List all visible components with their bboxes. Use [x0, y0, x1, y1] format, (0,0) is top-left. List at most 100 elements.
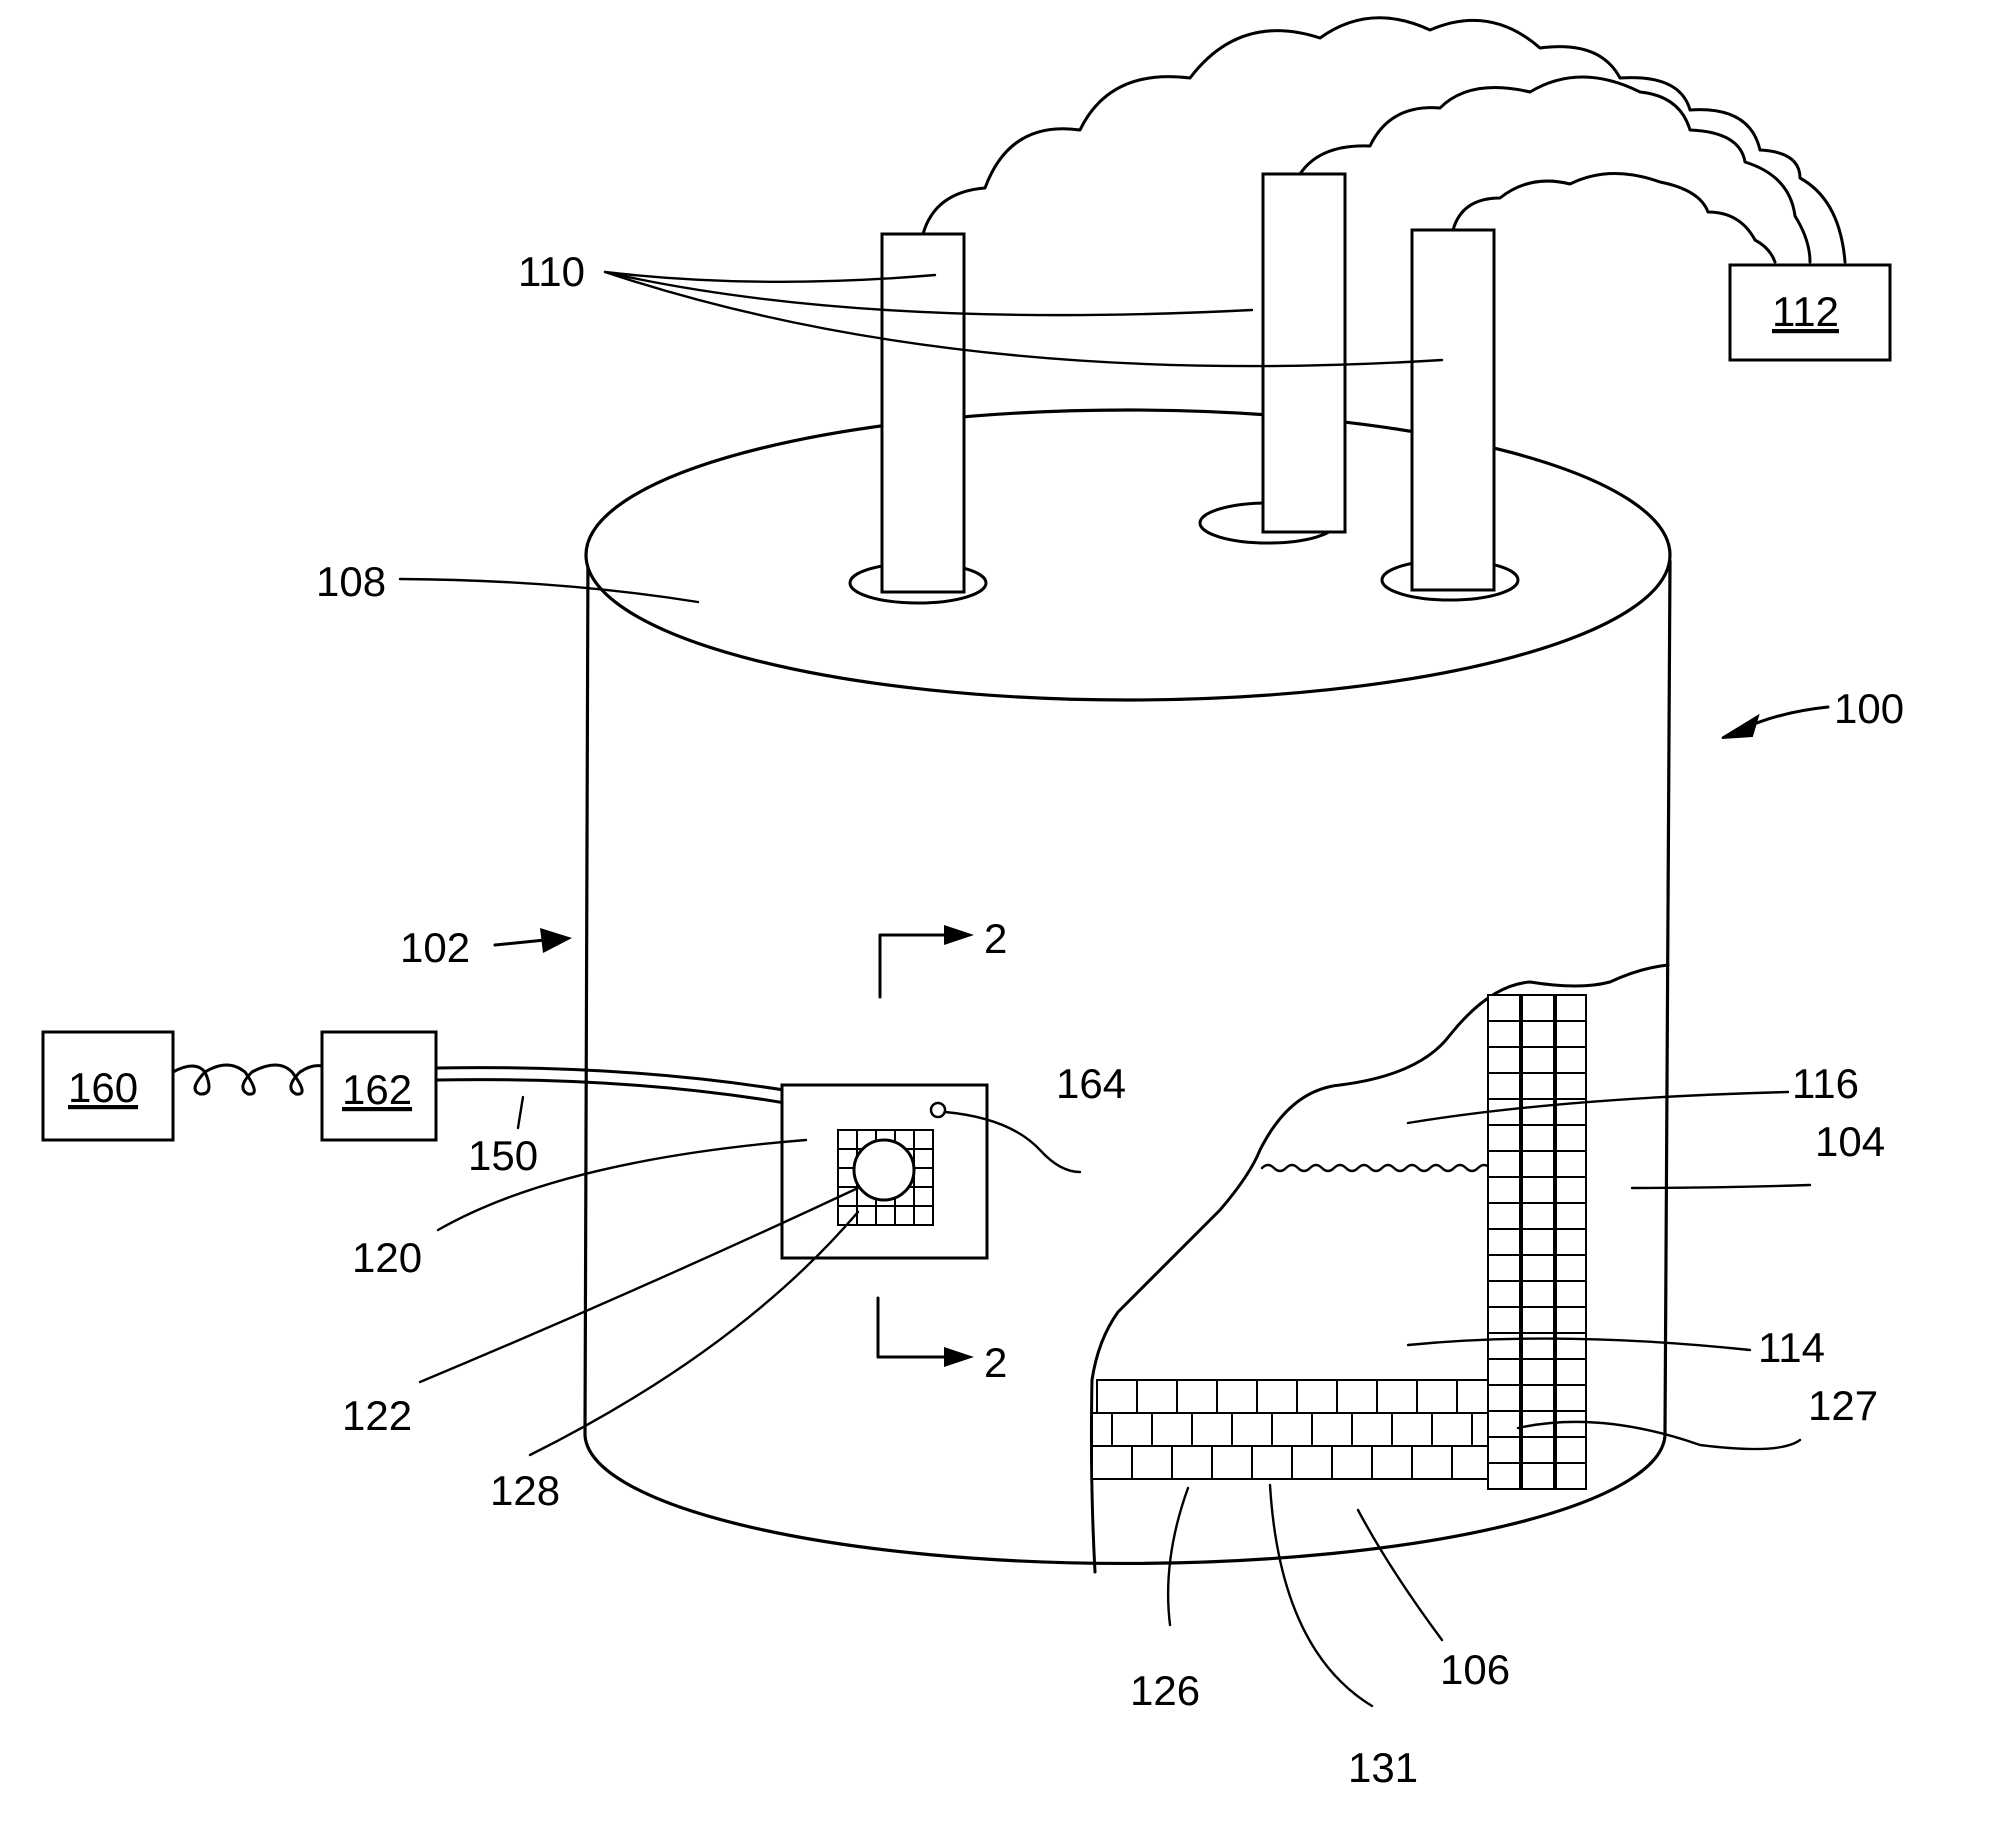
brick: [1556, 1229, 1586, 1255]
label-128: 128: [490, 1467, 560, 1514]
brick: [1212, 1446, 1252, 1479]
brick: [1352, 1413, 1392, 1446]
label-104: 104: [1815, 1118, 1885, 1165]
brick: [1452, 1446, 1488, 1479]
tank-top-cover: [586, 410, 1670, 700]
flue-tube-3: [1412, 230, 1494, 590]
label-122: 122: [342, 1392, 412, 1439]
label-126: 126: [1130, 1667, 1200, 1714]
brick: [1488, 1437, 1520, 1463]
flue-tube-1: [882, 234, 964, 592]
brick: [1177, 1380, 1217, 1413]
label-114: 114: [1758, 1324, 1825, 1371]
brick: [1556, 1125, 1586, 1151]
brick: [914, 1130, 933, 1149]
brick: [1556, 1073, 1586, 1099]
brick: [1092, 1446, 1132, 1479]
terminal-164: [931, 1103, 945, 1117]
brick: [1488, 1125, 1520, 1151]
brick: [1488, 1151, 1520, 1177]
brick: [1522, 1151, 1554, 1177]
brick: [1172, 1446, 1212, 1479]
brick: [1556, 1411, 1586, 1437]
label-100: 100: [1834, 685, 1904, 732]
brick: [1522, 1359, 1554, 1385]
brick: [1522, 1463, 1554, 1489]
brick: [914, 1187, 933, 1206]
brick: [1488, 1021, 1520, 1047]
brick: [876, 1206, 895, 1225]
brick: [1556, 1463, 1586, 1489]
brick: [1522, 1125, 1554, 1151]
label-162: 162: [342, 1066, 412, 1113]
brick: [857, 1206, 876, 1225]
label-110: 110: [518, 248, 585, 295]
brick: [1556, 1047, 1586, 1073]
brick: [1112, 1413, 1152, 1446]
brick: [1522, 1385, 1554, 1411]
brick: [1556, 1437, 1586, 1463]
brick: [1337, 1380, 1377, 1413]
brick: [1097, 1380, 1137, 1413]
brick: [1556, 995, 1586, 1021]
brick: [1556, 1177, 1586, 1203]
flue-tube-2: [1263, 174, 1345, 532]
brick: [1522, 1255, 1554, 1281]
brick: [1522, 1047, 1554, 1073]
label-131: 131: [1348, 1744, 1418, 1791]
brick: [1522, 1333, 1554, 1359]
brick: [1472, 1413, 1488, 1446]
brick: [1152, 1413, 1192, 1446]
element-128: [854, 1140, 914, 1200]
brick: [895, 1206, 914, 1225]
brick: [1488, 1281, 1520, 1307]
brick: [1556, 1333, 1586, 1359]
brick: [1372, 1446, 1412, 1479]
label-164: 164: [1056, 1060, 1126, 1107]
brick: [1292, 1446, 1332, 1479]
brick: [914, 1206, 933, 1225]
brick: [838, 1130, 857, 1149]
brick: [1556, 1359, 1586, 1385]
brick: [1522, 1177, 1554, 1203]
brick: [1522, 1437, 1554, 1463]
label-112: 112: [1772, 288, 1839, 335]
flue-conduits: [923, 18, 1890, 360]
brick: [1257, 1380, 1297, 1413]
brick: [1488, 995, 1520, 1021]
brick: [1252, 1446, 1292, 1479]
brick: [1092, 1413, 1112, 1446]
brick: [1522, 1229, 1554, 1255]
brick: [1522, 1021, 1554, 1047]
brick: [1556, 1385, 1586, 1411]
brick: [1488, 1177, 1520, 1203]
brick: [1272, 1413, 1312, 1446]
brick: [1417, 1380, 1457, 1413]
brick: [1556, 1307, 1586, 1333]
brick: [1392, 1413, 1432, 1446]
brick: [1488, 1203, 1520, 1229]
brick: [1488, 1359, 1520, 1385]
brick: [1488, 1307, 1520, 1333]
brick: [1488, 1229, 1520, 1255]
brick: [914, 1149, 933, 1168]
brick: [1217, 1380, 1257, 1413]
brick: [1488, 1073, 1520, 1099]
brick: [1556, 1151, 1586, 1177]
brick: [1192, 1413, 1232, 1446]
label-127: 127: [1808, 1382, 1878, 1429]
brick: [1297, 1380, 1337, 1413]
brick: [914, 1168, 933, 1187]
label-120: 120: [352, 1234, 422, 1281]
label-160: 160: [68, 1064, 138, 1111]
brick: [1556, 1281, 1586, 1307]
label-2-top: 2: [984, 915, 1007, 962]
brick: [1488, 1255, 1520, 1281]
brick: [1137, 1380, 1177, 1413]
brick: [1488, 1047, 1520, 1073]
label-116: 116: [1792, 1060, 1859, 1107]
coil-connector: [173, 1065, 322, 1094]
brick: [1332, 1446, 1372, 1479]
brick: [1488, 1333, 1520, 1359]
